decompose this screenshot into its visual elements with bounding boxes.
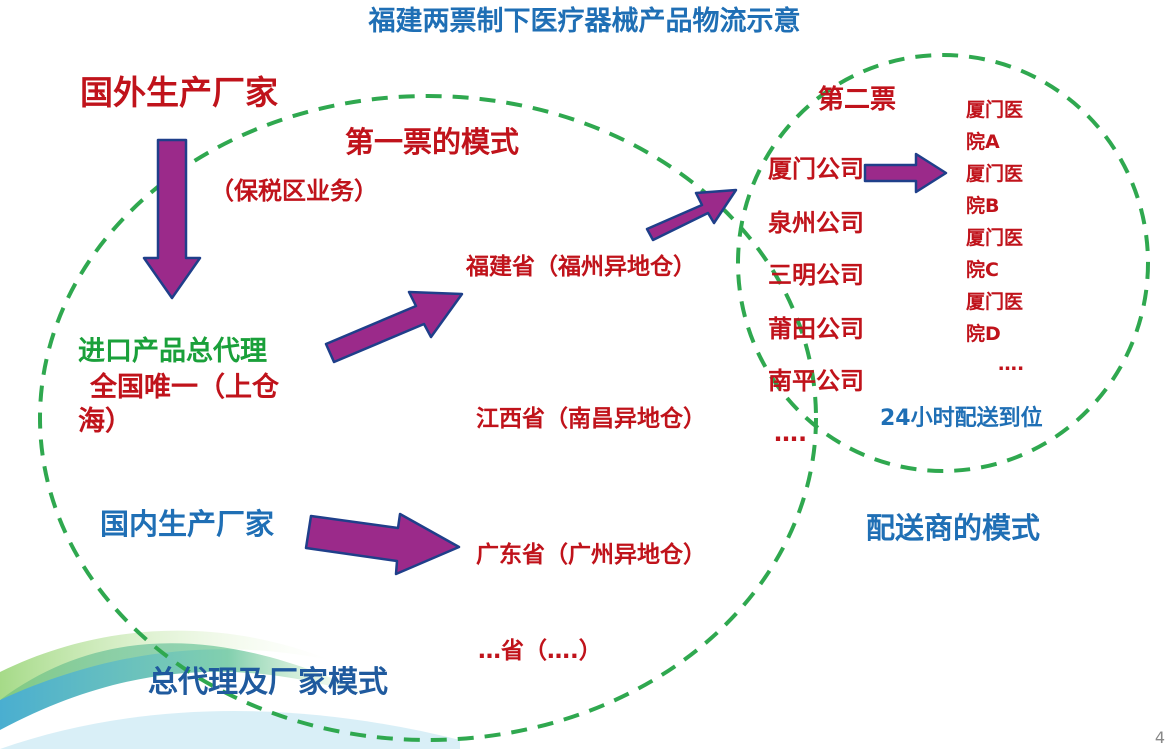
- second-invoice-label: 第二票: [818, 85, 897, 115]
- province-fujian: 福建省（福州异地仓）: [466, 254, 696, 280]
- hospital-line: 厦门医: [966, 99, 1024, 121]
- page-number: 4: [1154, 727, 1165, 747]
- hospital-line: 院D: [966, 323, 1001, 345]
- company-more: ….: [774, 419, 808, 447]
- importer-label-line3: 海）: [78, 406, 132, 437]
- page-title: 福建两票制下医疗器械产品物流示意: [368, 6, 801, 37]
- arrow-to-hospitals-icon: [863, 152, 948, 194]
- company-nanping: 南平公司: [768, 367, 864, 395]
- down-arrow-icon: [142, 138, 202, 300]
- distributor-mode-label: 配送商的模式: [866, 511, 1041, 545]
- decorative-swoosh: [0, 630, 460, 749]
- first-invoice-mode-label: 第一票的模式: [345, 125, 520, 159]
- delivery-24h-label: 24小时配送到位: [880, 406, 1043, 431]
- arrow-to-second-invoice-icon: [645, 188, 738, 242]
- province-other: …省（….）: [478, 638, 602, 664]
- hospital-line: 厦门医: [966, 291, 1024, 313]
- hospital-line: 厦门医: [966, 227, 1024, 249]
- company-sanming: 三明公司: [768, 261, 864, 289]
- hospital-more: ….: [998, 353, 1025, 375]
- bonded-business-label: （保税区业务）: [210, 177, 378, 205]
- hospital-line: 厦门医: [966, 163, 1024, 185]
- company-putian: 莆田公司: [768, 315, 864, 343]
- hospital-line: 院B: [966, 195, 1000, 217]
- foreign-manufacturer-label: 国外生产厂家: [80, 73, 278, 112]
- importer-label-line2: 全国唯一（上仓: [90, 372, 279, 403]
- company-xiamen: 厦门公司: [768, 155, 864, 183]
- first-invoice-circle: [38, 94, 818, 742]
- second-invoice-circle: [736, 53, 1150, 473]
- hospital-line: 院A: [966, 131, 1000, 153]
- arrow-to-fujian-icon: [324, 290, 464, 364]
- arrow-to-guangdong-icon: [304, 512, 461, 576]
- province-jiangxi: 江西省（南昌异地仓）: [476, 406, 706, 432]
- general-agent-mode-label: 总代理及厂家模式: [148, 665, 388, 700]
- province-guangdong: 广东省（广州异地仓）: [476, 542, 706, 568]
- hospital-line: 院C: [966, 259, 999, 281]
- company-quanzhou: 泉州公司: [768, 209, 864, 237]
- domestic-manufacturer-label: 国内生产厂家: [100, 507, 275, 541]
- importer-label-line1: 进口产品总代理: [78, 336, 267, 367]
